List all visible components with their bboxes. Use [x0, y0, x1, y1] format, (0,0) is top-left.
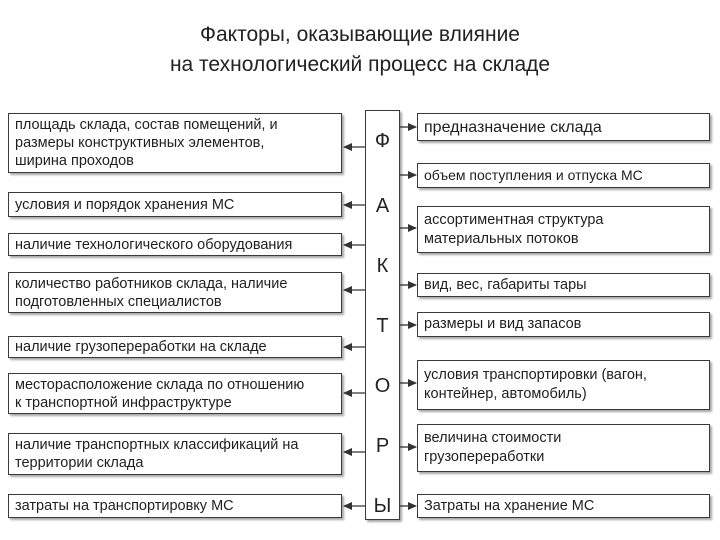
factor-text-line: ассортиментная структура	[424, 211, 604, 228]
center-letter: Т	[376, 315, 389, 337]
title-line-2: на технологический процесс на складе	[169, 53, 551, 76]
left-factor-box: наличие технологического оборудования	[8, 233, 342, 256]
factor-text-line: месторасположение склада по отношению	[15, 376, 305, 393]
center-letter: А	[375, 195, 390, 217]
center-letter: Ы	[373, 495, 392, 517]
right-factor-box: вид, вес, габариты тары	[417, 273, 710, 297]
factor-text-line: материальных потоков	[424, 230, 579, 247]
factor-text-line: территории склада	[15, 455, 144, 471]
factor-text-line: площадь склада, состав помещений, и	[15, 117, 278, 133]
right-factor-box: условия транспортировки (вагон, контейне…	[417, 360, 710, 410]
center-letter: О	[374, 375, 391, 397]
right-factor-box: объем поступления и отпуска МС	[417, 163, 710, 188]
center-letter: Р	[375, 435, 390, 457]
left-factor-box: наличие транспортных классификаций на те…	[8, 433, 342, 475]
factor-text-line: наличие транспортных классификаций на	[15, 437, 299, 453]
factor-text-line: к транспортной инфраструктуре	[15, 394, 232, 411]
factors-center-box: Ф А К Т О Р Ы	[365, 110, 400, 520]
right-factor-box: предназначение склада	[417, 113, 710, 141]
factor-text-line: условия и порядок хранения МС	[15, 196, 235, 213]
left-factor-box: условия и порядок хранения МС	[8, 192, 342, 217]
factor-text-line: предназначение склада	[424, 118, 602, 136]
right-factor-box: Затраты на хранение МС	[417, 494, 710, 518]
factor-text-line: затраты на транспортировку МС	[15, 498, 234, 514]
left-factor-box: количество работников склада, наличие по…	[8, 272, 342, 313]
center-letter: К	[376, 255, 389, 277]
factor-text-line: вид, вес, габариты тары	[424, 276, 587, 293]
left-factor-box: наличие грузопереработки на складе	[8, 336, 342, 358]
factor-text-line: объем поступления и отпуска МС	[424, 167, 643, 183]
factor-text-line: грузопереработки	[424, 449, 545, 465]
right-factor-box: ассортиментная структура материальных по…	[417, 206, 710, 253]
center-letter: Ф	[374, 130, 391, 152]
factor-text-line: Затраты на хранение МС	[424, 497, 595, 514]
factor-text-line: ширина проходов	[15, 153, 134, 169]
factor-text-line: контейнер, автомобиль)	[424, 386, 587, 402]
factor-text-line: наличие грузопереработки на складе	[15, 339, 267, 355]
factor-text-line: условия транспортировки (вагон,	[424, 367, 647, 383]
left-factor-box: площадь склада, состав помещений, и разм…	[8, 113, 342, 173]
left-factor-box: месторасположение склада по отношению к …	[8, 373, 342, 414]
factor-text-line: размеры конструктивных элементов,	[15, 135, 265, 151]
factor-text-line: размеры и вид запасов	[424, 316, 582, 332]
right-factor-box: величина стоимости грузопереработки	[417, 424, 710, 472]
factor-text-line: наличие технологического оборудования	[15, 236, 293, 253]
right-factor-box: размеры и вид запасов	[417, 312, 710, 337]
left-factor-box: затраты на транспортировку МС	[8, 494, 342, 518]
title-line-1: Факторы, оказывающие влияние	[200, 23, 520, 46]
factor-text-line: количество работников склада, наличие	[15, 275, 288, 292]
factor-text-line: подготовленных специалистов	[15, 293, 222, 310]
factor-text-line: величина стоимости	[424, 430, 562, 446]
